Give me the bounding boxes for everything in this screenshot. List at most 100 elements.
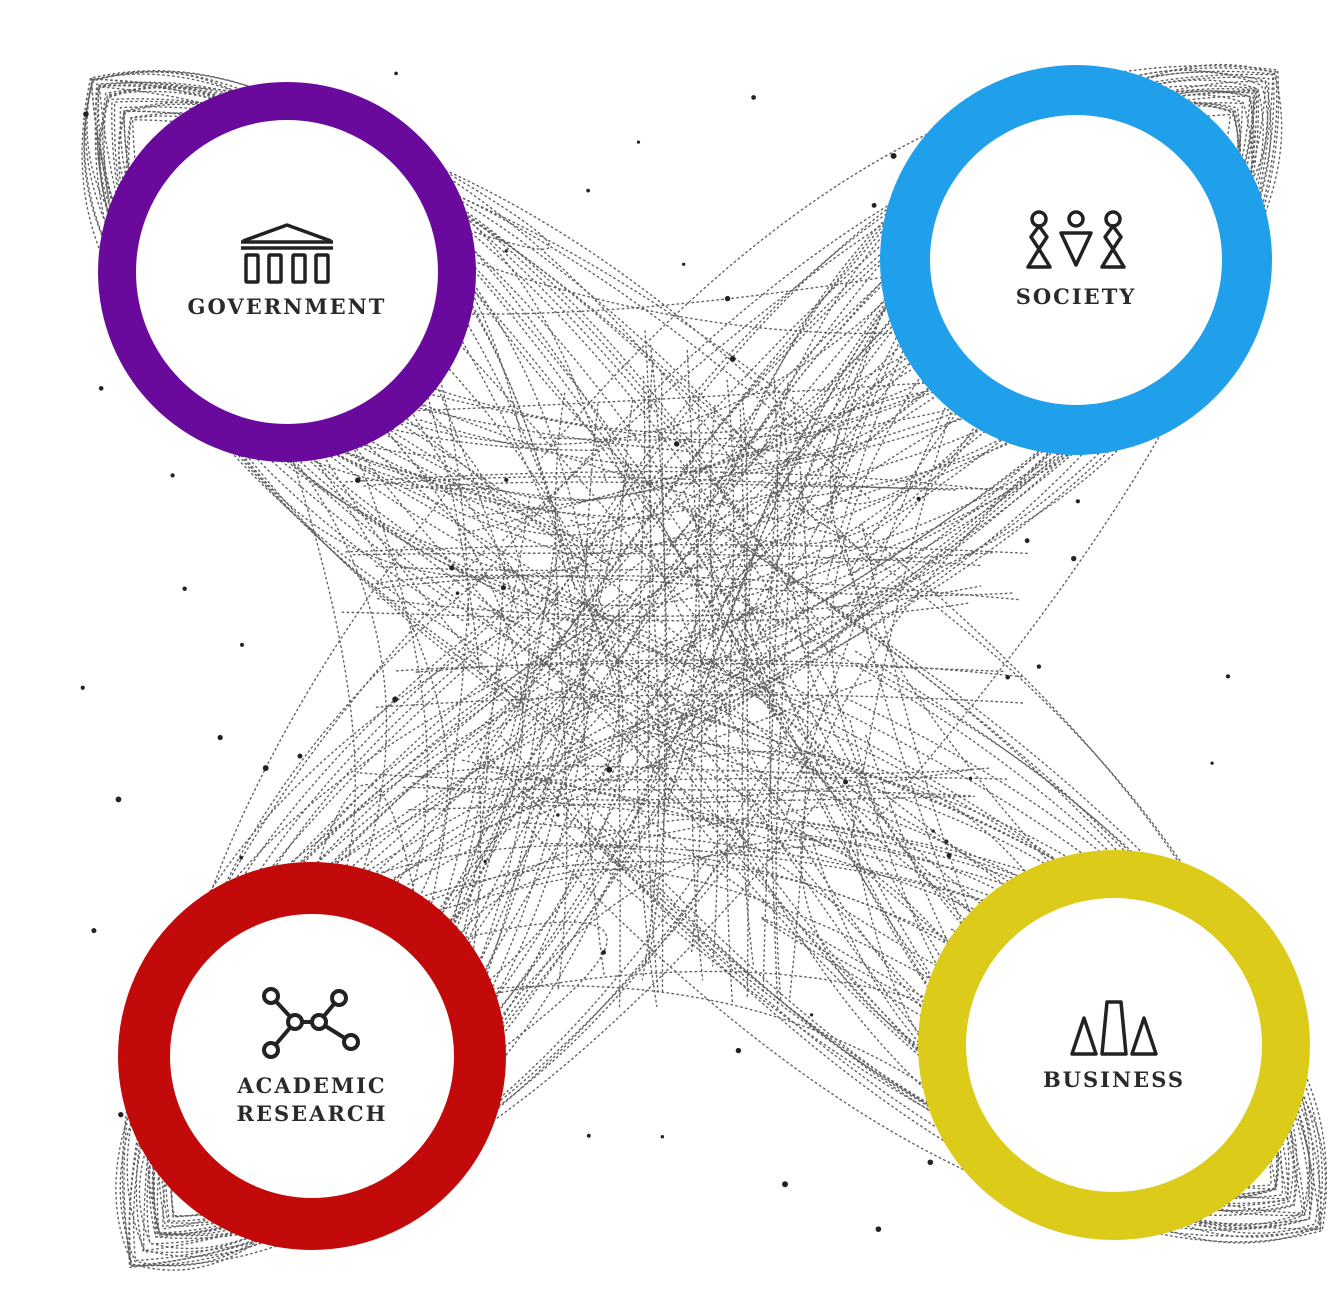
network-path <box>95 82 831 828</box>
network-path <box>402 786 974 797</box>
network-path <box>177 690 589 1031</box>
network-path <box>768 382 789 1009</box>
network-dot <box>729 356 736 362</box>
network-path <box>726 379 735 1003</box>
network-dot <box>556 813 560 817</box>
network-path <box>417 765 992 778</box>
network-dot <box>98 386 104 391</box>
network-dot <box>968 776 973 781</box>
network-path <box>593 546 1294 1212</box>
network-path <box>647 372 668 965</box>
network-path <box>480 79 1264 746</box>
academic-research-label: ACADEMIC RESEARCH <box>237 1072 388 1129</box>
network-path <box>691 399 704 981</box>
network-dot <box>500 585 506 591</box>
network-dot <box>504 477 509 482</box>
network-path <box>377 585 982 617</box>
network-path <box>418 218 1017 469</box>
network-dot <box>83 111 89 117</box>
network-dot <box>217 734 223 741</box>
network-path <box>254 237 429 1020</box>
network-path <box>352 552 983 567</box>
network-path <box>556 680 1311 1225</box>
network-dot <box>931 829 935 833</box>
network-path <box>375 694 1027 709</box>
network-dot <box>809 1013 814 1017</box>
network-path <box>415 659 1024 678</box>
network-path <box>600 105 1239 795</box>
network-dot <box>455 591 460 596</box>
network-path <box>552 103 1241 851</box>
network-path <box>103 90 616 742</box>
network-path <box>132 524 816 1262</box>
network-path <box>741 397 755 969</box>
network-path <box>162 590 593 1230</box>
network-path <box>767 90 1254 629</box>
academic-label-line2: RESEARCH <box>236 1101 388 1126</box>
network-path <box>472 91 1256 589</box>
network-path <box>257 686 573 963</box>
network-path <box>395 662 1005 673</box>
network-path <box>460 759 1279 1201</box>
network-path <box>496 522 1296 1212</box>
network-dot <box>91 928 97 934</box>
network-path <box>499 734 1327 1243</box>
network-path <box>408 795 976 811</box>
network-path <box>96 84 841 766</box>
network-dot <box>239 855 244 860</box>
network-dot <box>724 295 731 302</box>
network-dot <box>944 839 949 844</box>
network-dot <box>262 765 269 772</box>
people-icon <box>1026 210 1126 269</box>
network-path <box>791 209 1151 944</box>
network-path <box>715 333 1112 643</box>
network-path <box>128 502 698 1269</box>
network-path <box>543 76 1270 684</box>
network-path <box>118 103 876 735</box>
network-dot <box>586 188 590 193</box>
network-dot <box>1071 555 1077 562</box>
network-path <box>376 970 1153 1141</box>
network-dot <box>1005 674 1010 680</box>
network-dot <box>1036 664 1042 669</box>
network-path <box>158 541 586 1227</box>
network-dot <box>449 565 455 571</box>
network-path <box>297 192 1071 1194</box>
network-path <box>576 530 1278 1197</box>
academic-label-line1: ACADEMIC <box>237 1072 387 1098</box>
network-path <box>118 101 842 537</box>
network-dot <box>182 586 187 591</box>
society-node: SOCIETY <box>880 65 1272 455</box>
network-path <box>412 985 1024 1162</box>
network-path <box>123 588 558 1267</box>
network-path <box>194 174 1218 578</box>
business-label: BUSINESS <box>1042 1066 1186 1092</box>
business-node: BUSINESS <box>918 850 1310 1240</box>
network-dot <box>586 1133 591 1138</box>
network-path <box>98 86 764 682</box>
network-dot <box>1225 674 1231 679</box>
network-dot <box>504 249 508 253</box>
network-dot <box>115 796 122 803</box>
network-dot <box>890 152 897 159</box>
network-path <box>541 65 1280 605</box>
network-path <box>97 85 847 720</box>
network-path <box>169 505 782 1217</box>
network-path <box>686 349 703 954</box>
network-path <box>165 560 644 1222</box>
network-dot <box>118 1111 124 1118</box>
network-path <box>101 86 751 470</box>
network-dot <box>392 696 399 703</box>
network-dot <box>946 852 952 858</box>
network-path <box>375 551 995 572</box>
network-path <box>601 662 1283 1199</box>
network-path <box>151 679 872 1237</box>
network-path <box>709 380 1104 999</box>
network-dot <box>483 859 487 864</box>
network-dot <box>394 71 398 76</box>
network-dot <box>601 950 606 955</box>
network-dot <box>916 496 921 501</box>
network-path <box>135 543 841 1254</box>
network-dot <box>636 140 641 144</box>
network-dot <box>751 95 756 100</box>
